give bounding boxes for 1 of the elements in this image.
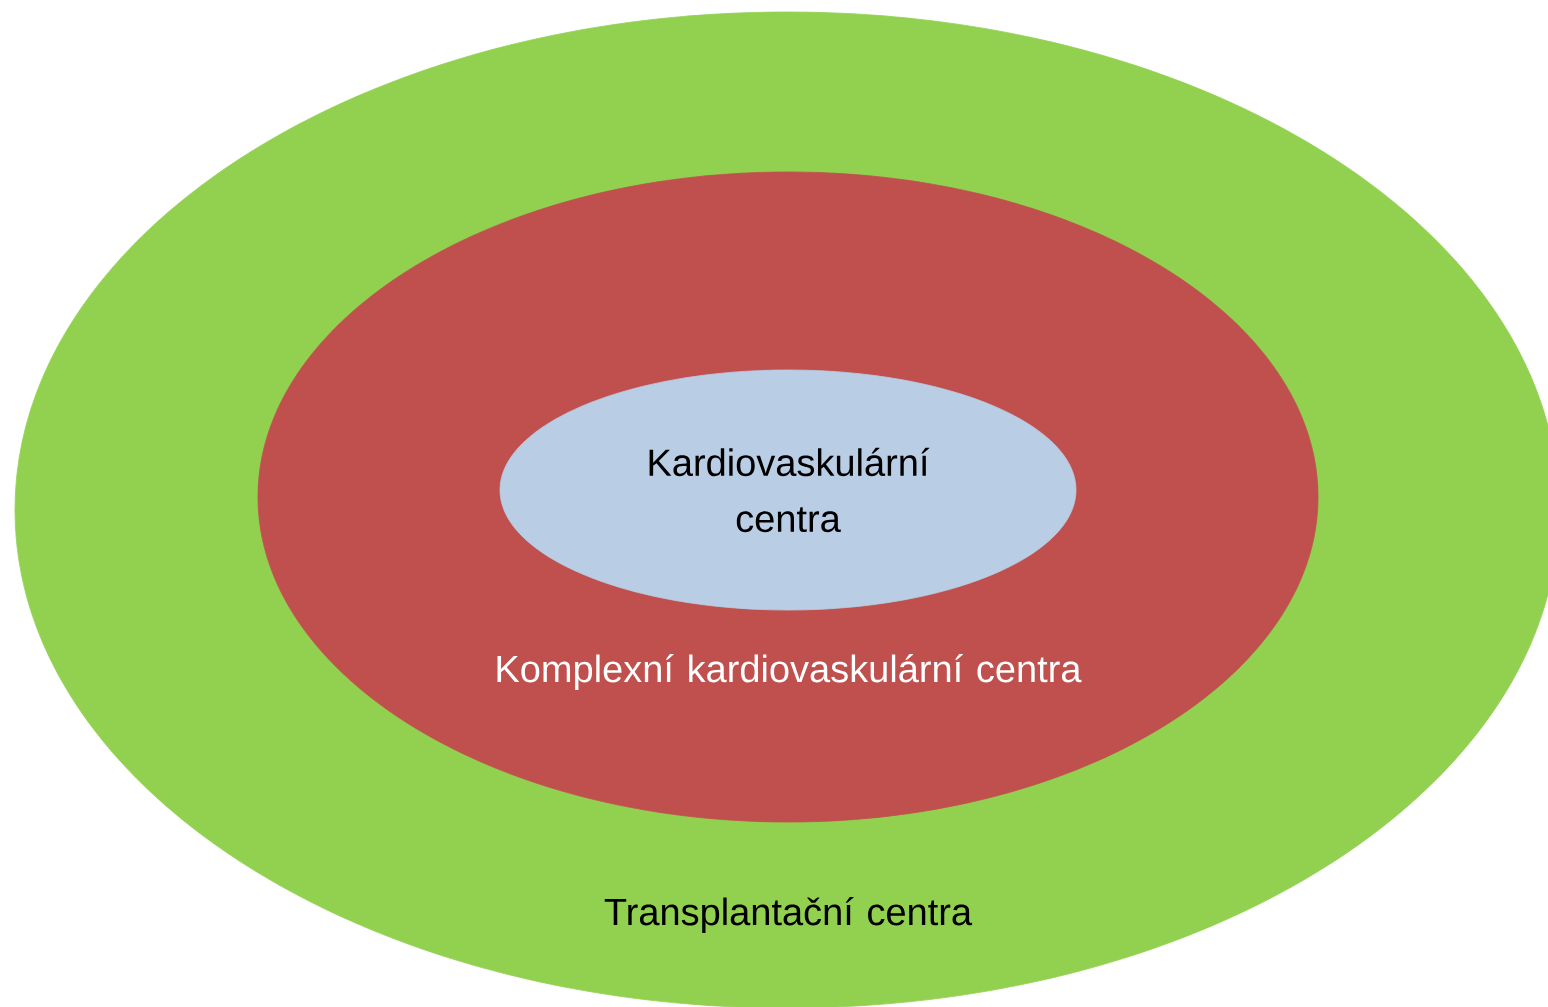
ellipse-region: Kardiovaskulární centra [499,369,1077,611]
